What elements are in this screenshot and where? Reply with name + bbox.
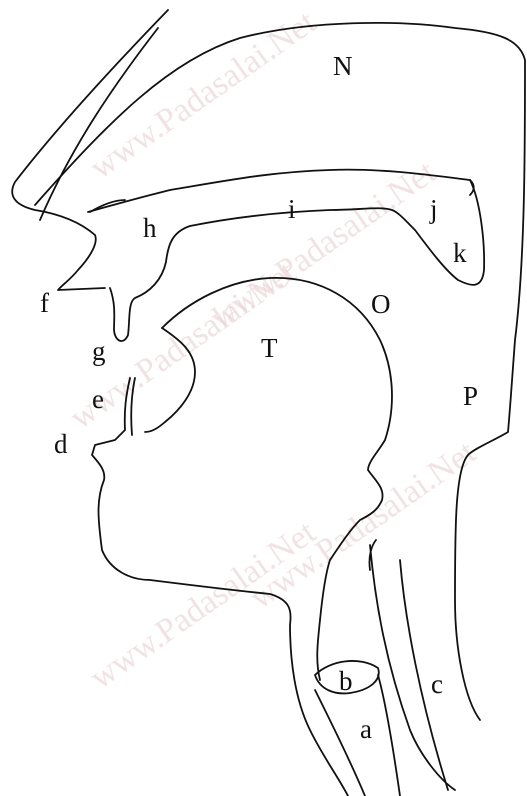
label-h: h	[143, 213, 157, 243]
label-a: a	[360, 714, 372, 744]
trachea-back	[378, 675, 400, 796]
label-P: P	[463, 381, 478, 411]
trachea-front	[315, 690, 365, 796]
watermark-3: www.Padasalai.Net	[203, 153, 443, 336]
label-N: N	[333, 51, 353, 81]
watermark-1: www.Padasalai.Net	[83, 3, 323, 186]
label-T: T	[261, 333, 278, 363]
label-O: O	[371, 289, 391, 319]
label-g: g	[92, 336, 106, 366]
epiglottis	[369, 540, 455, 790]
watermark-5: www.Padasalai.Net	[243, 433, 483, 616]
label-d: d	[54, 429, 68, 459]
label-c: c	[431, 669, 443, 699]
label-k: k	[453, 238, 467, 268]
label-f: f	[40, 288, 49, 318]
label-b: b	[339, 666, 353, 696]
label-e: e	[92, 384, 104, 414]
label-i: i	[288, 194, 296, 224]
nasal-cavity-roof	[35, 23, 525, 720]
label-j: j	[429, 194, 438, 224]
